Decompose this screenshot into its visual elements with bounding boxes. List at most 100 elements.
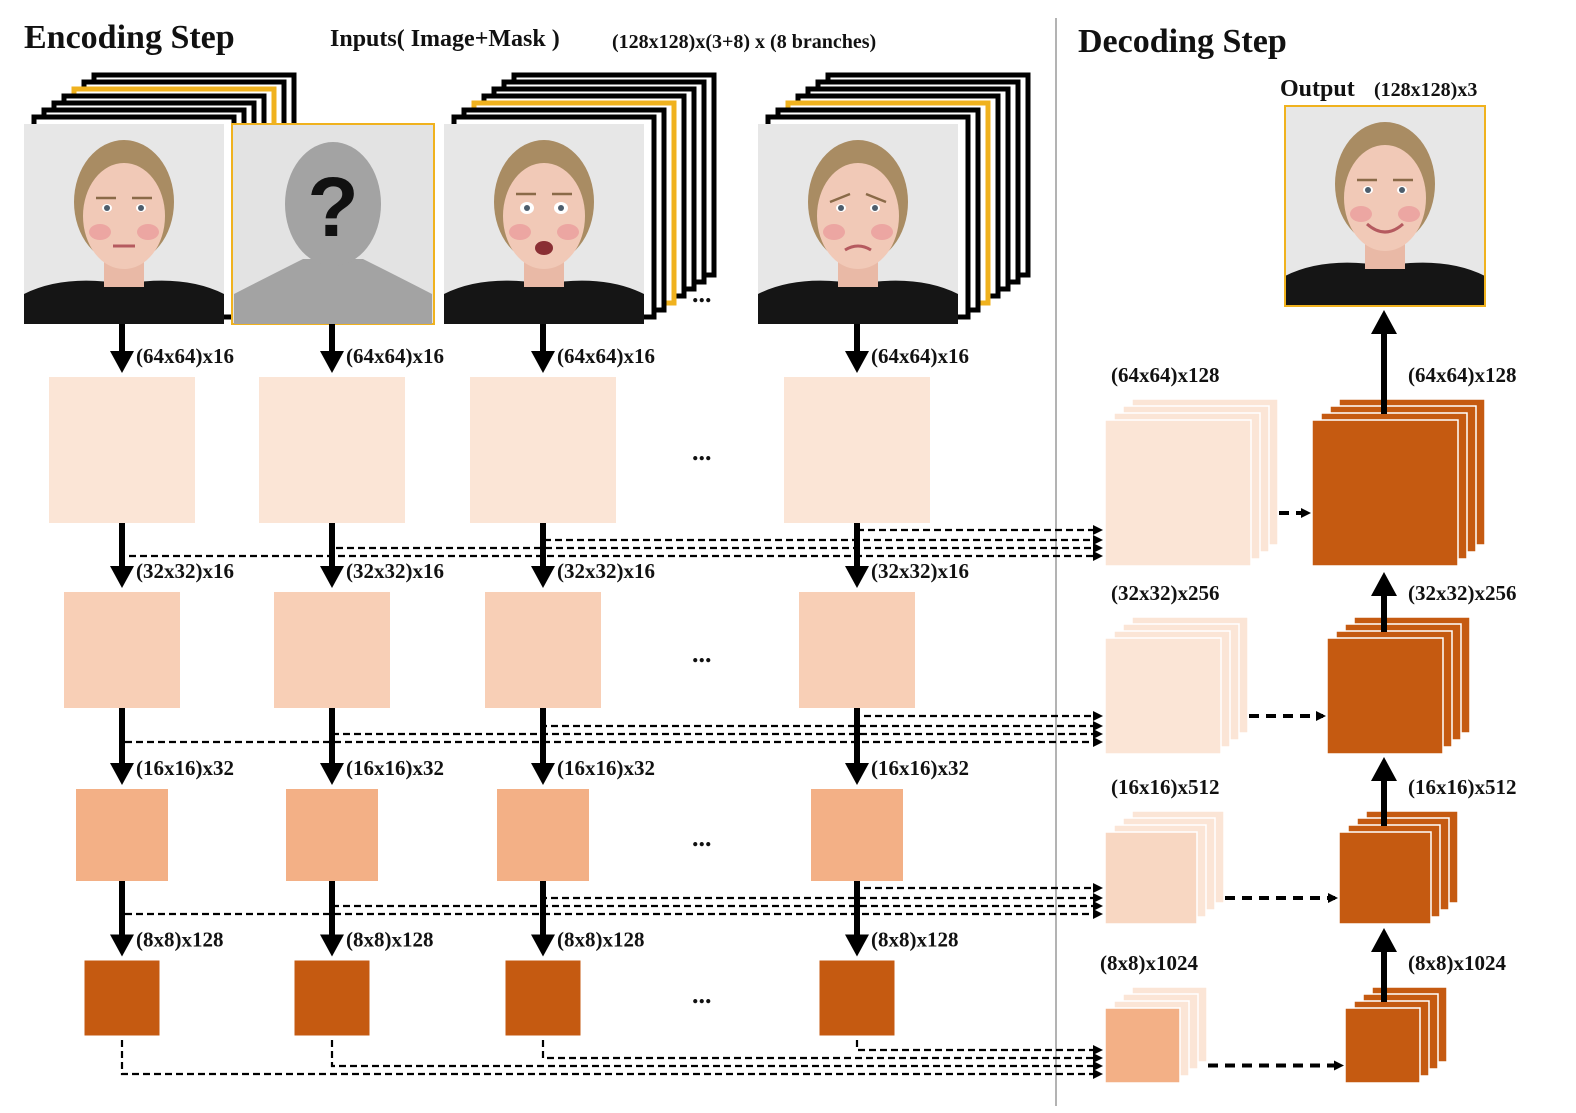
mouth [844, 244, 872, 252]
encoder-block-level-3 [76, 789, 168, 881]
pupil [558, 205, 564, 211]
encoder-block-level-1 [470, 377, 616, 523]
encoder-level-label: (32x32)x16 [871, 559, 969, 583]
skip-dashed-line [541, 530, 1103, 545]
encoder-block-level-2 [274, 592, 390, 708]
encoder-level-label: (8x8)x128 [346, 928, 434, 952]
skip-dashed-line [330, 884, 1103, 911]
photo-masked: ? [231, 123, 435, 325]
cheek [1398, 206, 1420, 222]
skip-dashed-line [330, 1040, 1103, 1071]
decoder-conv-label: (64x64)x128 [1408, 363, 1517, 387]
feature-map-layer [1104, 419, 1252, 567]
feature-map-layer [1326, 637, 1444, 755]
encoder-block-level-1 [49, 377, 195, 523]
encoder-level-label: (64x64)x16 [346, 344, 444, 368]
cheek [557, 224, 579, 240]
output-photo [1284, 105, 1486, 307]
down-arrow-head [845, 763, 869, 785]
shirt [444, 280, 644, 324]
skip-dashed-line [541, 712, 1103, 731]
skip-dashed-line [120, 712, 1103, 747]
pupil [872, 205, 878, 211]
decoder-row-1: (64x64)x128(64x64)x128 [1104, 363, 1517, 567]
face [1344, 145, 1426, 251]
encoder-block-level-4 [505, 960, 581, 1036]
decoder-blocks: (64x64)x128(64x64)x128(32x32)x256(32x32)… [1100, 310, 1517, 1084]
brow [865, 192, 887, 204]
input-photos: ? [24, 123, 958, 325]
encoder-level-label: (64x64)x16 [557, 344, 655, 368]
decoding-title: Decoding Step [1078, 23, 1287, 60]
skip-dashed-line [855, 711, 1103, 721]
decoder-conv-stack [1326, 616, 1471, 755]
ellipsis-photos: ... [692, 279, 712, 308]
down-arrow-head [845, 934, 869, 957]
encoder-block-level-1 [784, 377, 930, 523]
skip-group-level-4 [120, 1040, 1103, 1079]
output-frame [1284, 105, 1486, 307]
decoder-skip-stack [1104, 810, 1225, 925]
down-arrow-head [320, 763, 344, 785]
feature-map-layer [1338, 831, 1432, 925]
encoder-level-label: (8x8)x128 [136, 928, 224, 952]
decoder-skip-label: (32x32)x256 [1111, 581, 1220, 605]
skip-group-level-1 [120, 525, 1103, 561]
pupil [838, 205, 844, 211]
photo-surprise [444, 124, 644, 324]
cheek [823, 224, 845, 240]
pupil [1365, 187, 1371, 193]
silhouette-body [234, 259, 432, 324]
down-arrow-head [845, 566, 869, 588]
pupil [1399, 187, 1405, 193]
output-dims: (128x128)x3 [1374, 79, 1477, 101]
encoder-block-level-2 [64, 592, 180, 708]
down-arrow-head [531, 351, 555, 373]
encoder-block-level-3 [286, 789, 378, 881]
output-title: Output [1280, 76, 1355, 102]
decoder-skip-stack [1104, 986, 1208, 1084]
encoding-title: Encoding Step [24, 19, 235, 56]
photo-output-smile [1285, 106, 1485, 306]
pupil [524, 205, 530, 211]
shirt [24, 280, 224, 324]
cheek [509, 224, 531, 240]
skip-dashed-line [120, 1040, 1103, 1079]
encoder-level-label: (32x32)x16 [557, 559, 655, 583]
encoder-block-level-3 [497, 789, 589, 881]
ellipsis-level-1: ... [692, 437, 712, 466]
skip-dashed-line [541, 1040, 1103, 1063]
skip-connections [120, 525, 1103, 1079]
skip-dashed-line [855, 1040, 1103, 1055]
photo-neutral [24, 124, 224, 324]
encoder-level-label: (16x16)x32 [346, 756, 444, 780]
encoder-block-level-4 [819, 960, 895, 1036]
decoder-row-2: (32x32)x256(32x32)x256 [1104, 581, 1517, 755]
up-arrow-head [1371, 928, 1397, 952]
skip-dashed-line [855, 883, 1103, 893]
skip-dashed-line [330, 712, 1103, 739]
decoder-skip-stack [1104, 616, 1249, 755]
face [83, 163, 165, 269]
down-arrow-head [320, 351, 344, 373]
encoder-block-level-4 [84, 960, 160, 1036]
decoder-row-3: (16x16)x512(16x16)x512 [1104, 775, 1517, 925]
down-arrow-head [320, 934, 344, 957]
brow [829, 192, 851, 204]
decoder-row-4: (8x8)x1024(8x8)x1024 [1100, 951, 1506, 1084]
decoder-conv-label: (8x8)x1024 [1408, 951, 1506, 975]
skip-dashed-line [541, 884, 1103, 903]
decoder-skip-label: (16x16)x512 [1111, 775, 1220, 799]
down-arrow-head [320, 566, 344, 588]
inputs-dims: (128x128)x(3+8) x (8 branches) [612, 31, 876, 53]
skip-group-level-3 [120, 883, 1103, 919]
down-arrow-head [110, 763, 134, 785]
encoder-level-label: (16x16)x32 [557, 756, 655, 780]
shirt [1285, 262, 1485, 306]
pupil [104, 205, 110, 211]
skip-dashed-line [120, 884, 1103, 919]
branch-ellipses: ... ... ... ... ... [692, 279, 712, 1009]
branch-4: (64x64)x16(32x32)x16(16x16)x32(8x8)x128 [784, 324, 969, 1036]
branch-3: (64x64)x16(32x32)x16(16x16)x32(8x8)x128 [470, 324, 655, 1036]
